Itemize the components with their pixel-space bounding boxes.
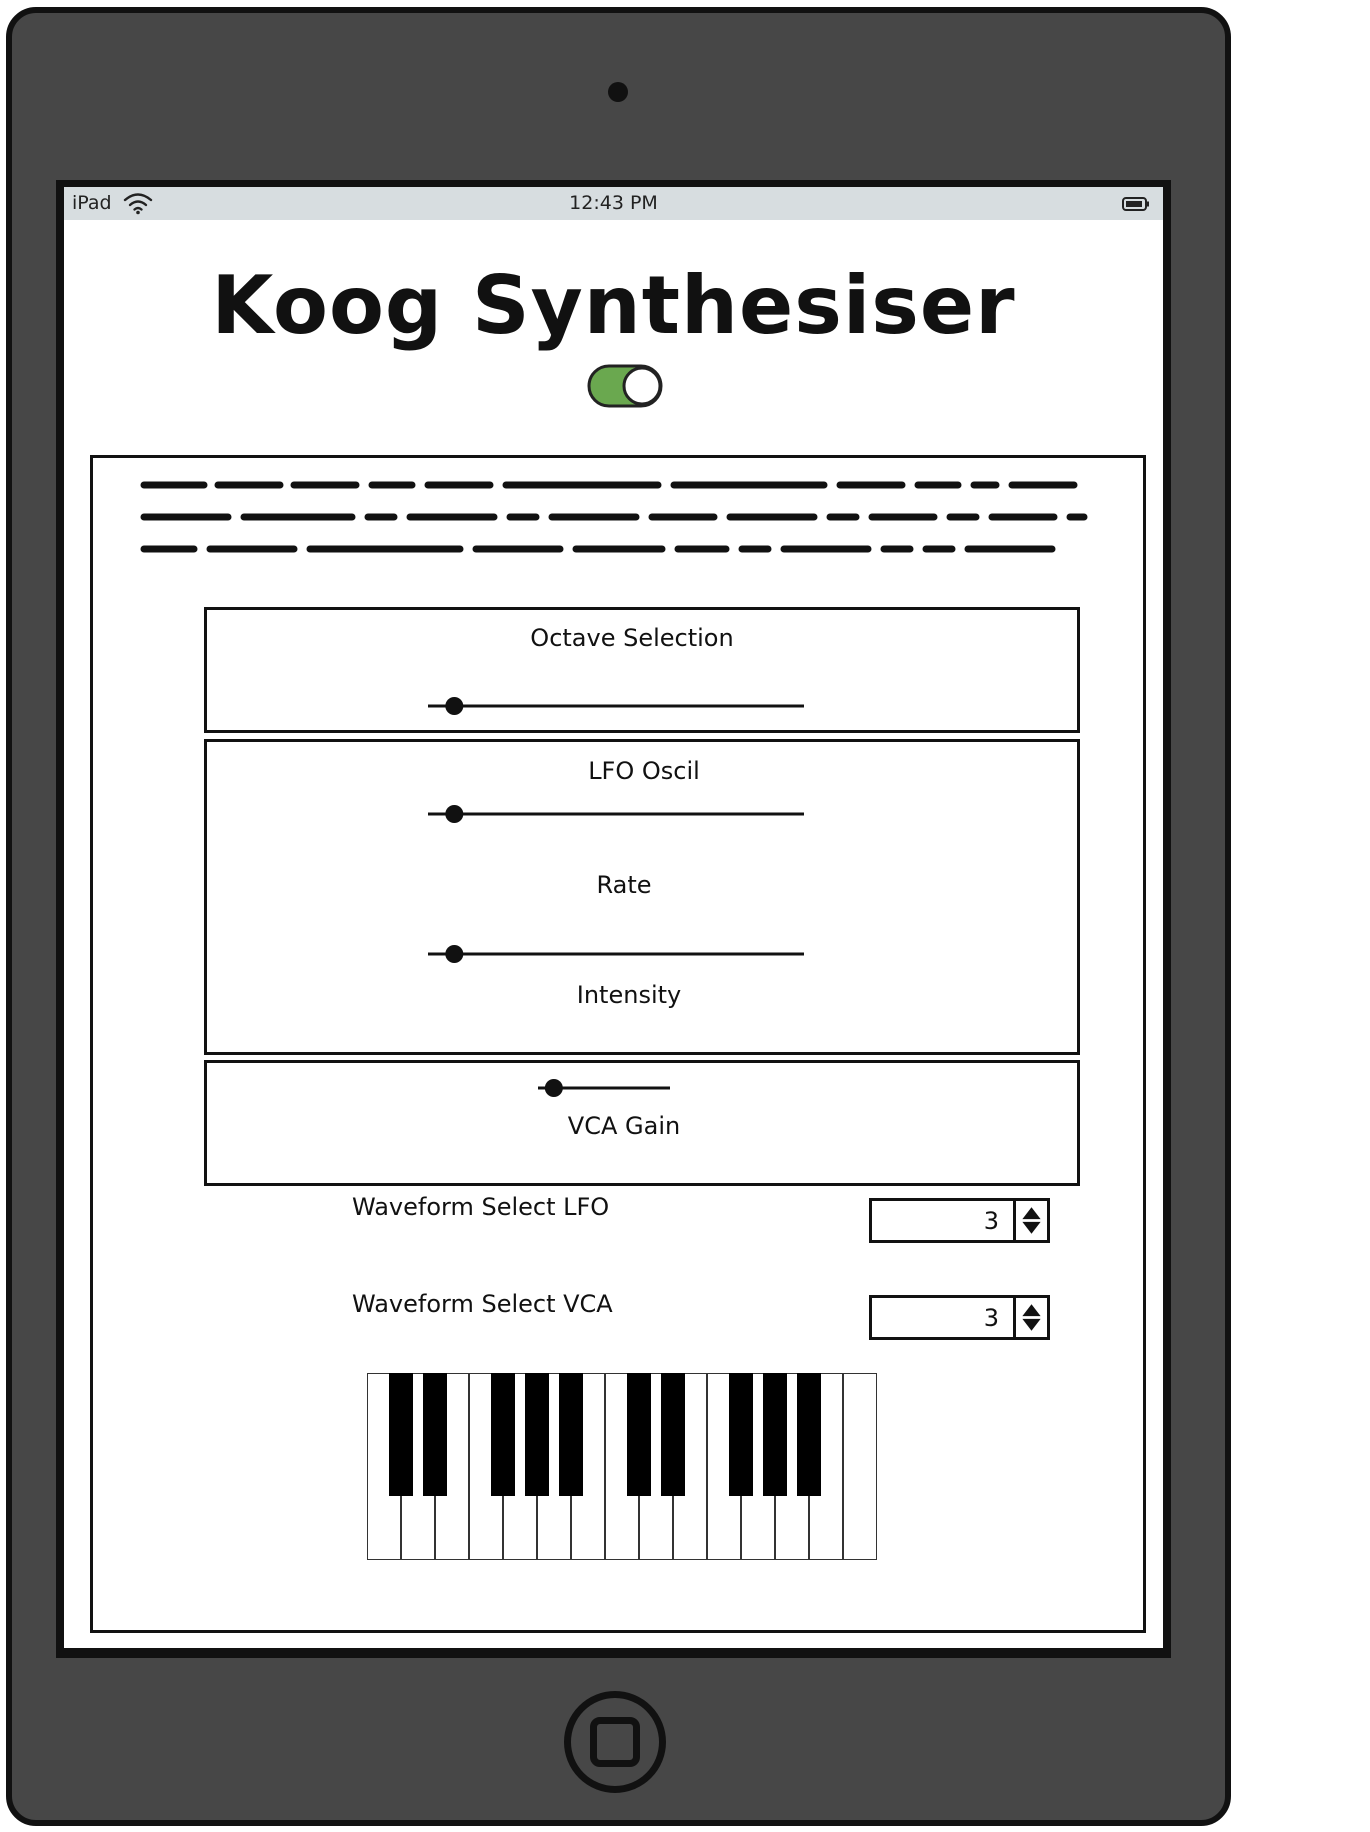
stepper-arrows-icon[interactable]: [1013, 1201, 1047, 1240]
lfo-rate-slider[interactable]: [424, 802, 808, 826]
lfo-rate-label: Rate: [596, 871, 652, 899]
lfo-intensity-slider[interactable]: [424, 942, 808, 966]
stepper-value: 3: [983, 1207, 999, 1235]
camera-icon: [608, 82, 628, 102]
status-carrier: iPad: [72, 192, 112, 214]
description-text-placeholder: [140, 545, 1056, 553]
page-title: Koog Synthesiser: [211, 259, 1016, 352]
status-bar: iPad 12:43 PM: [64, 187, 1163, 220]
waveform-lfo-stepper[interactable]: 3: [869, 1198, 1050, 1243]
slider-thumb: [445, 697, 464, 715]
stepper-arrows-icon[interactable]: [1013, 1298, 1047, 1337]
octave-slider[interactable]: [424, 694, 808, 718]
home-button[interactable]: [564, 1691, 666, 1793]
piano-black-key[interactable]: [797, 1373, 821, 1496]
piano-black-key[interactable]: [525, 1373, 549, 1496]
lfo-panel: [204, 739, 1080, 1055]
slider-thumb: [445, 805, 464, 823]
piano-black-key[interactable]: [389, 1373, 413, 1496]
home-button-icon: [590, 1717, 640, 1767]
battery-icon: [1122, 197, 1149, 211]
piano-black-key[interactable]: [729, 1373, 753, 1496]
vca-panel: [204, 1060, 1080, 1186]
lfo-label: LFO Oscil: [588, 757, 700, 785]
app-screen: iPad 12:43 PM Koog Synthesiser: [64, 187, 1163, 1648]
slider-thumb: [445, 945, 464, 963]
piano-black-key[interactable]: [423, 1373, 447, 1496]
piano-white-key[interactable]: [843, 1373, 877, 1560]
octave-selection-label: Octave Selection: [530, 624, 734, 652]
stepper-value: 3: [983, 1304, 999, 1332]
slider-thumb: [544, 1079, 563, 1097]
waveform-vca-stepper[interactable]: 3: [869, 1295, 1050, 1340]
octave-selection-panel: [204, 607, 1080, 733]
piano-black-key[interactable]: [661, 1373, 685, 1496]
vca-gain-slider[interactable]: [534, 1076, 674, 1100]
waveform-vca-label: Waveform Select VCA: [352, 1290, 613, 1318]
toggle-knob: [622, 366, 662, 406]
piano-black-key[interactable]: [627, 1373, 651, 1496]
piano-black-key[interactable]: [559, 1373, 583, 1496]
piano-keyboard[interactable]: [367, 1373, 877, 1560]
status-time: 12:43 PM: [569, 192, 658, 214]
waveform-lfo-label: Waveform Select LFO: [352, 1193, 610, 1221]
piano-black-key[interactable]: [763, 1373, 787, 1496]
power-toggle[interactable]: [586, 363, 666, 409]
wifi-icon: [123, 193, 153, 215]
piano-black-key[interactable]: [491, 1373, 515, 1496]
description-text-placeholder: [140, 513, 1088, 521]
vca-gain-label: VCA Gain: [567, 1112, 681, 1140]
lfo-intensity-label: Intensity: [576, 981, 682, 1009]
main-panel: [90, 455, 1146, 1633]
description-text-placeholder: [140, 481, 1078, 489]
